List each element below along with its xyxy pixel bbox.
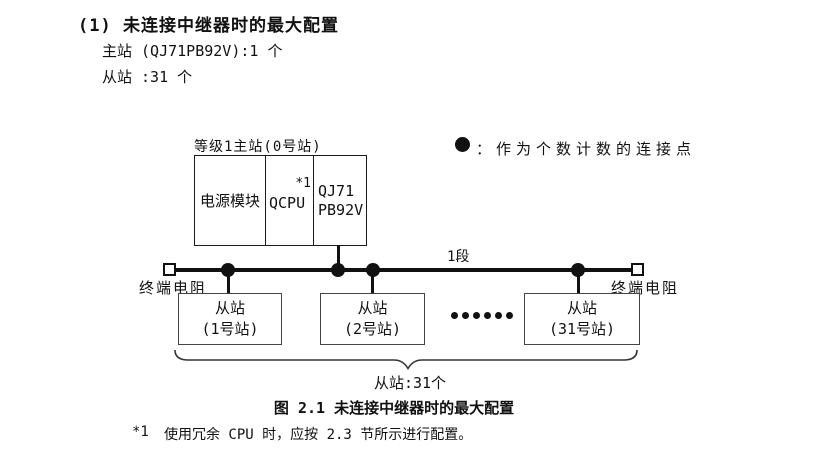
slave-station-box-2: 从站 (2号站) — [320, 293, 425, 345]
ellipsis-dot-icon — [462, 312, 469, 319]
slave-count-line: 从站 :31 个 — [102, 68, 193, 86]
legend-label: ：作为个数计数的连接点 — [476, 140, 697, 158]
slave2-label-line2: (2号站) — [343, 320, 402, 338]
footnote-text: 使用冗余 CPU 时，应按 2.3 节所示进行配置。 — [164, 427, 473, 443]
bus-line — [170, 268, 638, 272]
right-terminator-label: 终端电阻 — [611, 279, 680, 297]
ellipsis-dot-icon — [495, 312, 502, 319]
cpu-cell: *1 QCPU — [266, 156, 314, 245]
slave1-drop-line — [227, 271, 230, 295]
slave2-drop-line — [371, 271, 374, 295]
cpu-footnote-marker: *1 — [295, 176, 311, 191]
connection-dot-slave1 — [221, 263, 235, 277]
slave1-label-line1: 从站 — [214, 299, 245, 317]
slave31-label-line2: (31号站) — [548, 320, 616, 338]
slave-station-box-1: 从站 (1号站) — [178, 293, 282, 345]
slave-total-label: 从站:31个 — [373, 374, 447, 392]
segment-label: 1段 — [447, 249, 470, 265]
connection-dot-master — [331, 263, 345, 277]
interface-model-line2: PB92V — [318, 200, 364, 219]
footnote-marker: *1 — [132, 424, 149, 440]
cpu-label: QCPU — [269, 194, 306, 212]
slave-station-box-31: 从站 (31号站) — [524, 293, 640, 345]
master-drop-line — [337, 245, 340, 269]
ellipsis-dots — [451, 312, 513, 319]
left-terminator-label: 终端电阻 — [139, 279, 208, 297]
power-module-cell: 电源模块 — [195, 156, 266, 245]
connection-point-dot-icon — [455, 137, 470, 152]
interface-model-line1: QJ71 — [318, 181, 355, 200]
section-heading: (1) 未连接中继器时的最大配置 — [78, 16, 339, 36]
master-station-label: 等级1主站(0号站) — [194, 139, 322, 155]
slave-count-brace — [174, 349, 638, 370]
ellipsis-dot-icon — [506, 312, 513, 319]
connection-dot-slave2 — [366, 263, 380, 277]
left-terminator-square — [163, 263, 176, 276]
slave31-drop-line — [577, 271, 580, 295]
ellipsis-dot-icon — [473, 312, 480, 319]
slave1-label-line2: (1号站) — [201, 320, 259, 338]
connection-dot-slave31 — [571, 263, 585, 277]
right-terminator-square — [631, 263, 644, 276]
ellipsis-dot-icon — [484, 312, 491, 319]
slave2-label-line1: 从站 — [357, 299, 388, 317]
figure-caption: 图 2.1 未连接中继器时的最大配置 — [273, 399, 515, 417]
ellipsis-dot-icon — [451, 312, 458, 319]
slave31-label-line1: 从站 — [566, 299, 597, 317]
interface-module-cell: QJ71 PB92V — [314, 156, 366, 245]
master-station-box: 电源模块 *1 QCPU QJ71 PB92V — [194, 155, 367, 246]
master-count-line: 主站 (QJ71PB92V):1 个 — [102, 42, 283, 60]
